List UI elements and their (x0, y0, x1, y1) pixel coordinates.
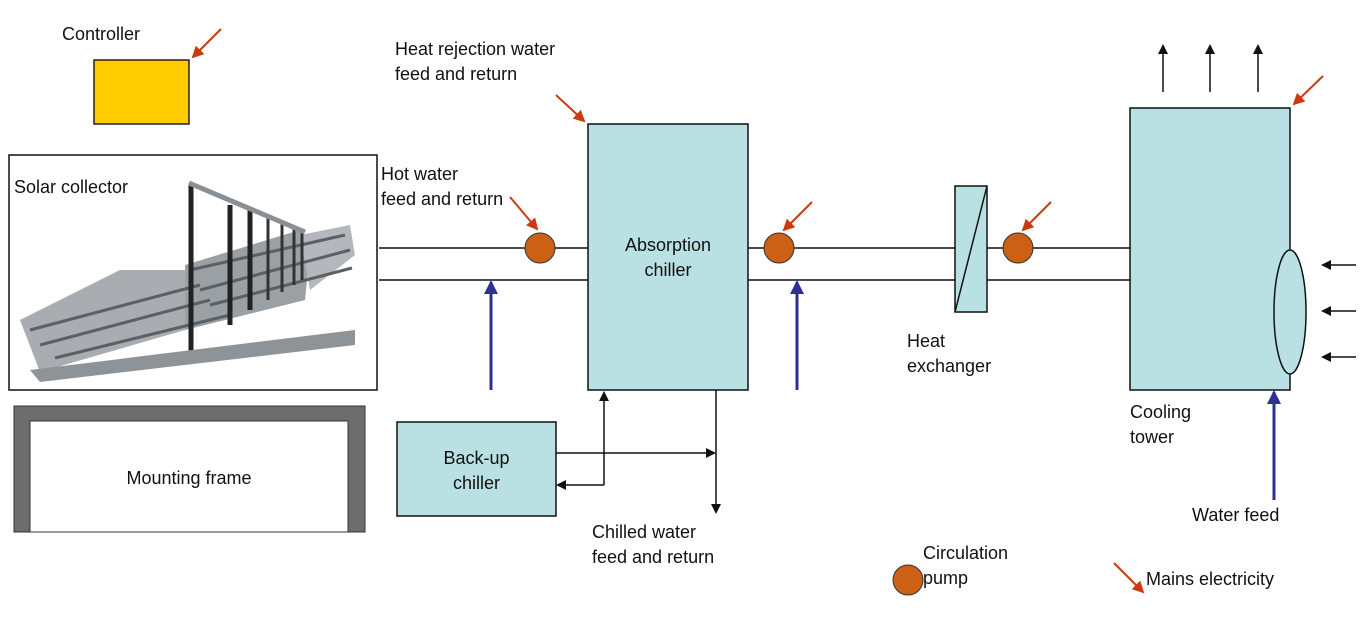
hot-water-label-line2: feed and return (381, 189, 504, 209)
controller-label-text: Controller (62, 24, 141, 44)
absorption-chiller-label-line2: chiller (644, 260, 692, 280)
heat-rejection-label: Heat rejection water feed and return (395, 37, 555, 87)
controller-label: Controller (62, 22, 140, 47)
absorption-chiller-box (587, 123, 749, 391)
legend-pump-label-line1: Circulation (923, 543, 1009, 563)
legend-pump-label: Circulation pump (923, 541, 1008, 591)
pump-cooling-tower (1002, 232, 1034, 264)
hot-water-label-line1: Hot water (381, 164, 459, 184)
backup-chiller-label-line1: Back-up (443, 448, 510, 468)
mounting-frame-label-text: Mounting frame (126, 468, 252, 488)
heat-exchanger-diagonal (954, 185, 988, 313)
backup-chiller-label-line2: chiller (452, 473, 500, 493)
solar-collector-label-text: Solar collector (14, 177, 129, 197)
legend-mains-label: Mains electricity (1146, 567, 1274, 592)
water-feed-label: Water feed (1192, 503, 1279, 528)
controller-mains-icon (191, 28, 222, 59)
pump-heat-rejection-mains-icon (782, 201, 813, 232)
pump-cooling-tower-mains-icon (1021, 201, 1052, 232)
backup-chiller-label: Back-up chiller (397, 446, 556, 496)
mounting-frame-inner (29, 420, 349, 533)
solar-collector-image (20, 180, 355, 382)
absorption-chiller-label-line1: Absorption (624, 235, 712, 255)
heat-exchanger-label: Heat exchanger (907, 329, 991, 379)
cooling-tower-label-line2: tower (1130, 427, 1175, 447)
legend-mains-label-text: Mains electricity (1146, 569, 1275, 589)
legend-mains-icon (1113, 562, 1145, 594)
mounting-frame-label: Mounting frame (30, 466, 348, 491)
backup-chiller-box (396, 421, 557, 517)
pump-heat-rejection (763, 232, 795, 264)
heat-rejection-label-line2: feed and return (395, 64, 518, 84)
heat-exchanger-label-line2: exchanger (907, 356, 992, 376)
water-feed-label-text: Water feed (1192, 505, 1280, 525)
heat-rejection-label-line1: Heat rejection water (395, 39, 556, 59)
chilled-water-label-line1: Chilled water (592, 522, 697, 542)
absorption-chiller-label: Absorption chiller (588, 233, 748, 283)
cooling-tower-mains-icon (1292, 75, 1324, 106)
legend-pump-label-line2: pump (923, 568, 969, 588)
chilled-water-label-line2: feed and return (592, 547, 715, 567)
legend-pump-icon (892, 564, 924, 596)
controller-box (93, 59, 190, 125)
hot-water-label: Hot water feed and return (381, 162, 503, 212)
cooling-tower-label: Cooling tower (1130, 400, 1191, 450)
heat-exchanger-label-line1: Heat (907, 331, 946, 351)
pump-hot-water-mains-icon (509, 196, 539, 231)
cooling-tower-intake (1273, 249, 1307, 375)
cooling-tower-box (1129, 107, 1291, 391)
cooling-tower-label-line1: Cooling (1130, 402, 1192, 422)
solar-collector-label: Solar collector (14, 175, 128, 200)
pump-hot-water (524, 232, 556, 264)
absorption-mains-icon (555, 94, 586, 123)
chilled-water-label: Chilled water feed and return (592, 520, 714, 570)
